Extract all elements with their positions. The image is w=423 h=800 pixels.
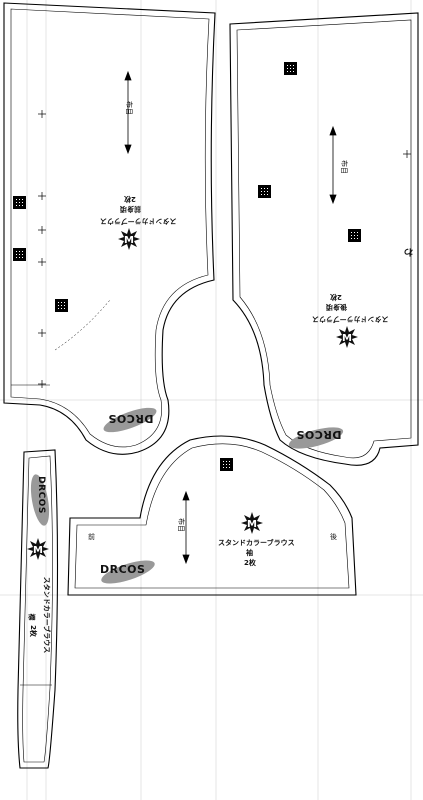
front-body-piece (3, 2, 216, 455)
qr-code (220, 458, 233, 471)
size-m-badge-sleeve: M (241, 512, 263, 534)
front-subtitle: 前身頃 (120, 205, 141, 213)
front-grain: 布目 (125, 101, 133, 115)
sleeve-front-label: 前 (88, 533, 95, 541)
back-subtitle: 後身頃 (326, 303, 347, 311)
brand-logo: DRCOS (296, 428, 342, 441)
alignment-marks (38, 110, 411, 388)
svg-text:M: M (247, 519, 257, 530)
brand-logo: DRCOS (35, 476, 46, 514)
size-m-badge-collar: M (27, 538, 49, 560)
collar-subtitle: 襟 (27, 613, 36, 621)
fold-marker: わ (404, 246, 414, 256)
sleeve-subtitle: 袖 (246, 549, 253, 557)
svg-text:M: M (33, 545, 43, 556)
collar-title: スタンドカラーブラウス (42, 576, 51, 654)
size-m-badge-front: M (118, 228, 140, 250)
logo-swooshes (30, 407, 344, 584)
qr-code (348, 229, 361, 242)
collar-piece (17, 449, 59, 769)
back-title: スタンドカラーブラウス (312, 315, 389, 323)
brand-logo: DRCOS (100, 563, 146, 576)
qr-code (13, 196, 26, 209)
front-title: スタンドカラーブラウス (100, 217, 177, 225)
collar-count: 2枚 (28, 625, 37, 637)
qr-code (258, 185, 271, 198)
sleeve-title: スタンドカラーブラウス (218, 539, 295, 547)
back-grain: 布目 (340, 160, 348, 174)
svg-text:M: M (124, 235, 134, 246)
size-m-badge-back: M (336, 326, 358, 348)
brand-logo: DRCOS (108, 412, 154, 425)
back-body-piece (229, 12, 419, 466)
qr-code (55, 299, 68, 312)
back-count: 2枚 (330, 293, 342, 301)
sleeve-count: 2枚 (244, 559, 256, 567)
sleeve-piece (67, 435, 357, 596)
qr-code (284, 62, 297, 75)
sleeve-back-label: 後 (330, 533, 337, 541)
qr-code (13, 248, 26, 261)
svg-text:M: M (342, 333, 352, 344)
sleeve-grain: 布目 (177, 518, 185, 532)
grain-arrows (124, 70, 337, 565)
front-count: 2枚 (124, 195, 136, 203)
